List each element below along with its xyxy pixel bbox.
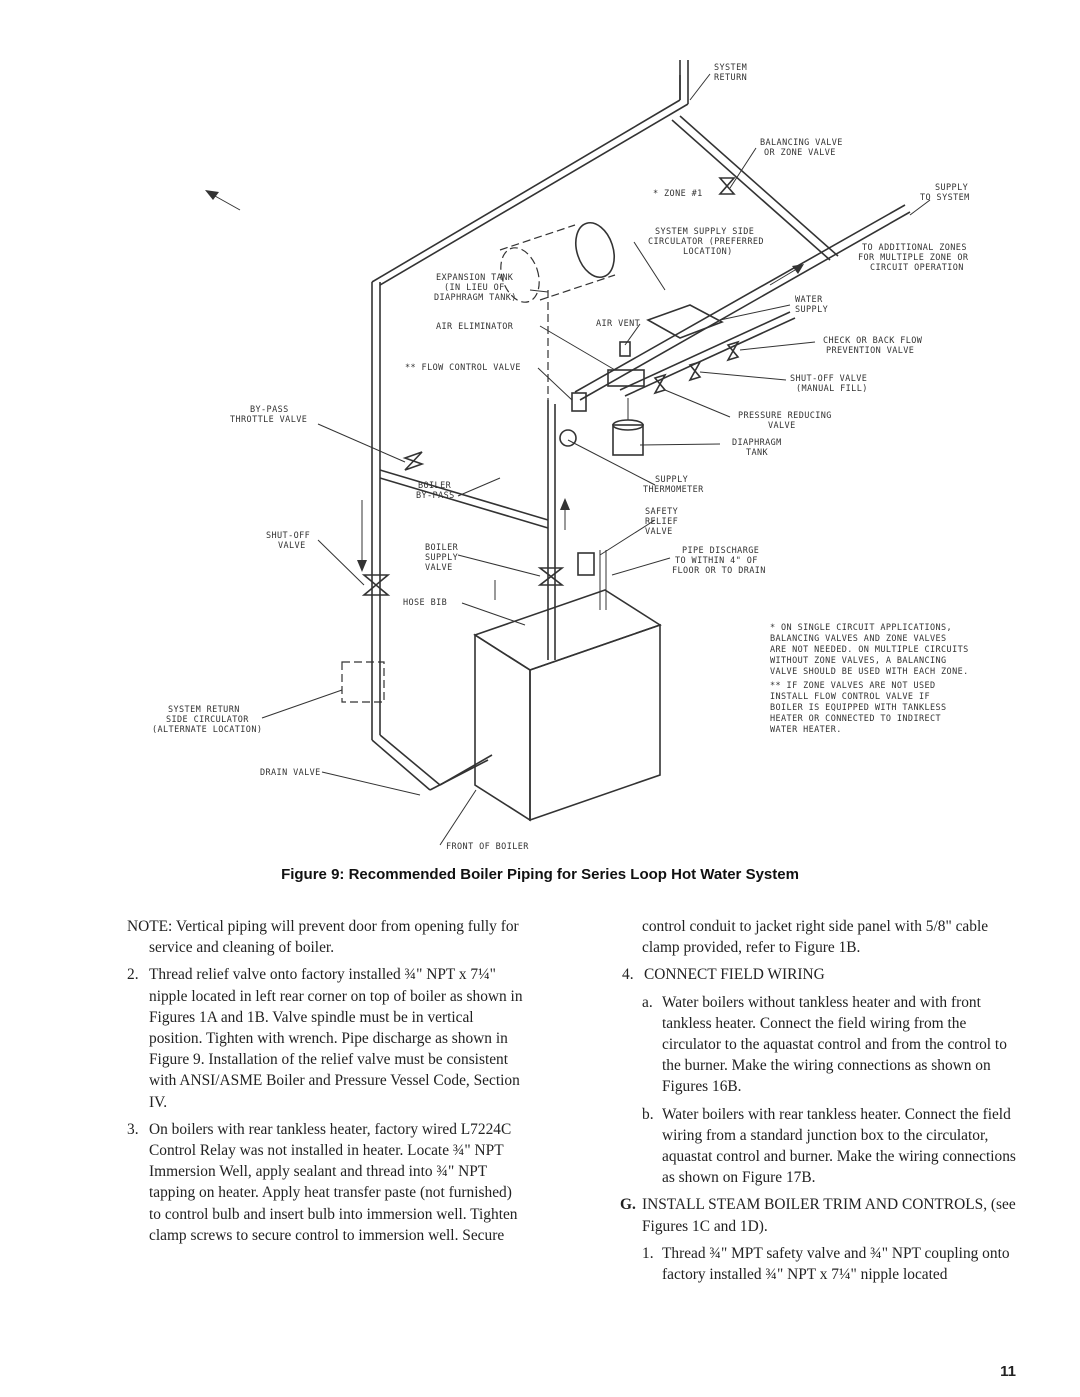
- flow-control-valve: [571, 392, 587, 412]
- return-side-circulator: [341, 661, 385, 703]
- safety-relief-valve: [577, 552, 595, 576]
- left-column: NOTE: Vertical piping will prevent door …: [127, 916, 527, 1252]
- sub-item-b: b. Water boilers with rear tankless heat…: [642, 1104, 1022, 1189]
- list-text: Thread relief valve onto factory install…: [149, 966, 523, 1111]
- list-text: On boilers with rear tankless heater, fa…: [149, 1120, 518, 1244]
- section-g-item-1: 1. Thread ¾" MPT safety valve and ¾" NPT…: [642, 1243, 1022, 1285]
- list-number: 4.: [622, 966, 634, 984]
- list-item-2: 2. Thread relief valve onto factory inst…: [127, 964, 527, 1112]
- section-text: INSTALL STEAM BOILER TRIM AND CONTROLS, …: [642, 1196, 1016, 1235]
- label-air-eliminator: AIR ELIMINATOR: [436, 322, 514, 332]
- label-shutoff-fill: SHUT-OFF VALVE(MANUAL FILL): [790, 374, 868, 394]
- supply-thermometer: [559, 429, 577, 447]
- sub-text: Water boilers without tankless heater an…: [662, 993, 1007, 1096]
- label-hose-bib: HOSE BIB: [403, 598, 447, 608]
- expansion-tank: [499, 221, 616, 303]
- label-flow-control: ** FLOW CONTROL VALVE: [405, 363, 521, 373]
- flow-arrows: [205, 190, 804, 600]
- air-eliminator: [607, 369, 645, 387]
- section-letter: G.: [620, 1196, 636, 1214]
- air-vent: [619, 341, 631, 357]
- label-drain-valve: DRAIN VALVE: [260, 768, 321, 778]
- list-item-4: 4. CONNECT FIELD WIRING: [622, 964, 1022, 985]
- list-text: Thread ¾" MPT safety valve and ¾" NPT co…: [662, 1244, 1010, 1284]
- right-column: control conduit to jacket right side pan…: [620, 916, 1022, 1291]
- figure-caption: Figure 9: Recommended Boiler Piping for …: [281, 866, 799, 883]
- page-number: 11: [1000, 1363, 1016, 1380]
- sub-letter: a.: [642, 993, 653, 1011]
- list-item-3: 3. On boilers with rear tankless heater,…: [127, 1119, 527, 1246]
- label-zone1: * ZONE #1: [653, 189, 703, 199]
- diaphragm-tank: [612, 398, 644, 456]
- list-number: 3.: [127, 1120, 139, 1138]
- sub-letter: b.: [642, 1105, 654, 1123]
- note-paragraph: NOTE: Vertical piping will prevent door …: [127, 918, 519, 957]
- sub-text: Water boilers with rear tankless heater.…: [662, 1105, 1016, 1187]
- valves: [361, 177, 740, 596]
- leader-lines: [261, 73, 931, 846]
- list-number: 2.: [127, 966, 139, 984]
- list-number: 1.: [642, 1244, 654, 1262]
- label-note-star: * ON SINGLE CIRCUIT APPLICATIONS,BALANCI…: [770, 623, 969, 677]
- continued-text: control conduit to jacket right side pan…: [642, 918, 989, 957]
- list-text: CONNECT FIELD WIRING: [644, 966, 825, 984]
- sub-item-a: a. Water boilers without tankless heater…: [642, 992, 1022, 1098]
- label-air-vent: AIR VENT: [596, 319, 640, 329]
- section-g: G. INSTALL STEAM BOILER TRIM AND CONTROL…: [620, 1194, 1022, 1236]
- water-supply-box: [646, 304, 724, 339]
- boiler-box: [473, 589, 662, 822]
- pipe-network: [371, 60, 911, 791]
- label-front-of-boiler: FRONT OF BOILER: [446, 842, 529, 852]
